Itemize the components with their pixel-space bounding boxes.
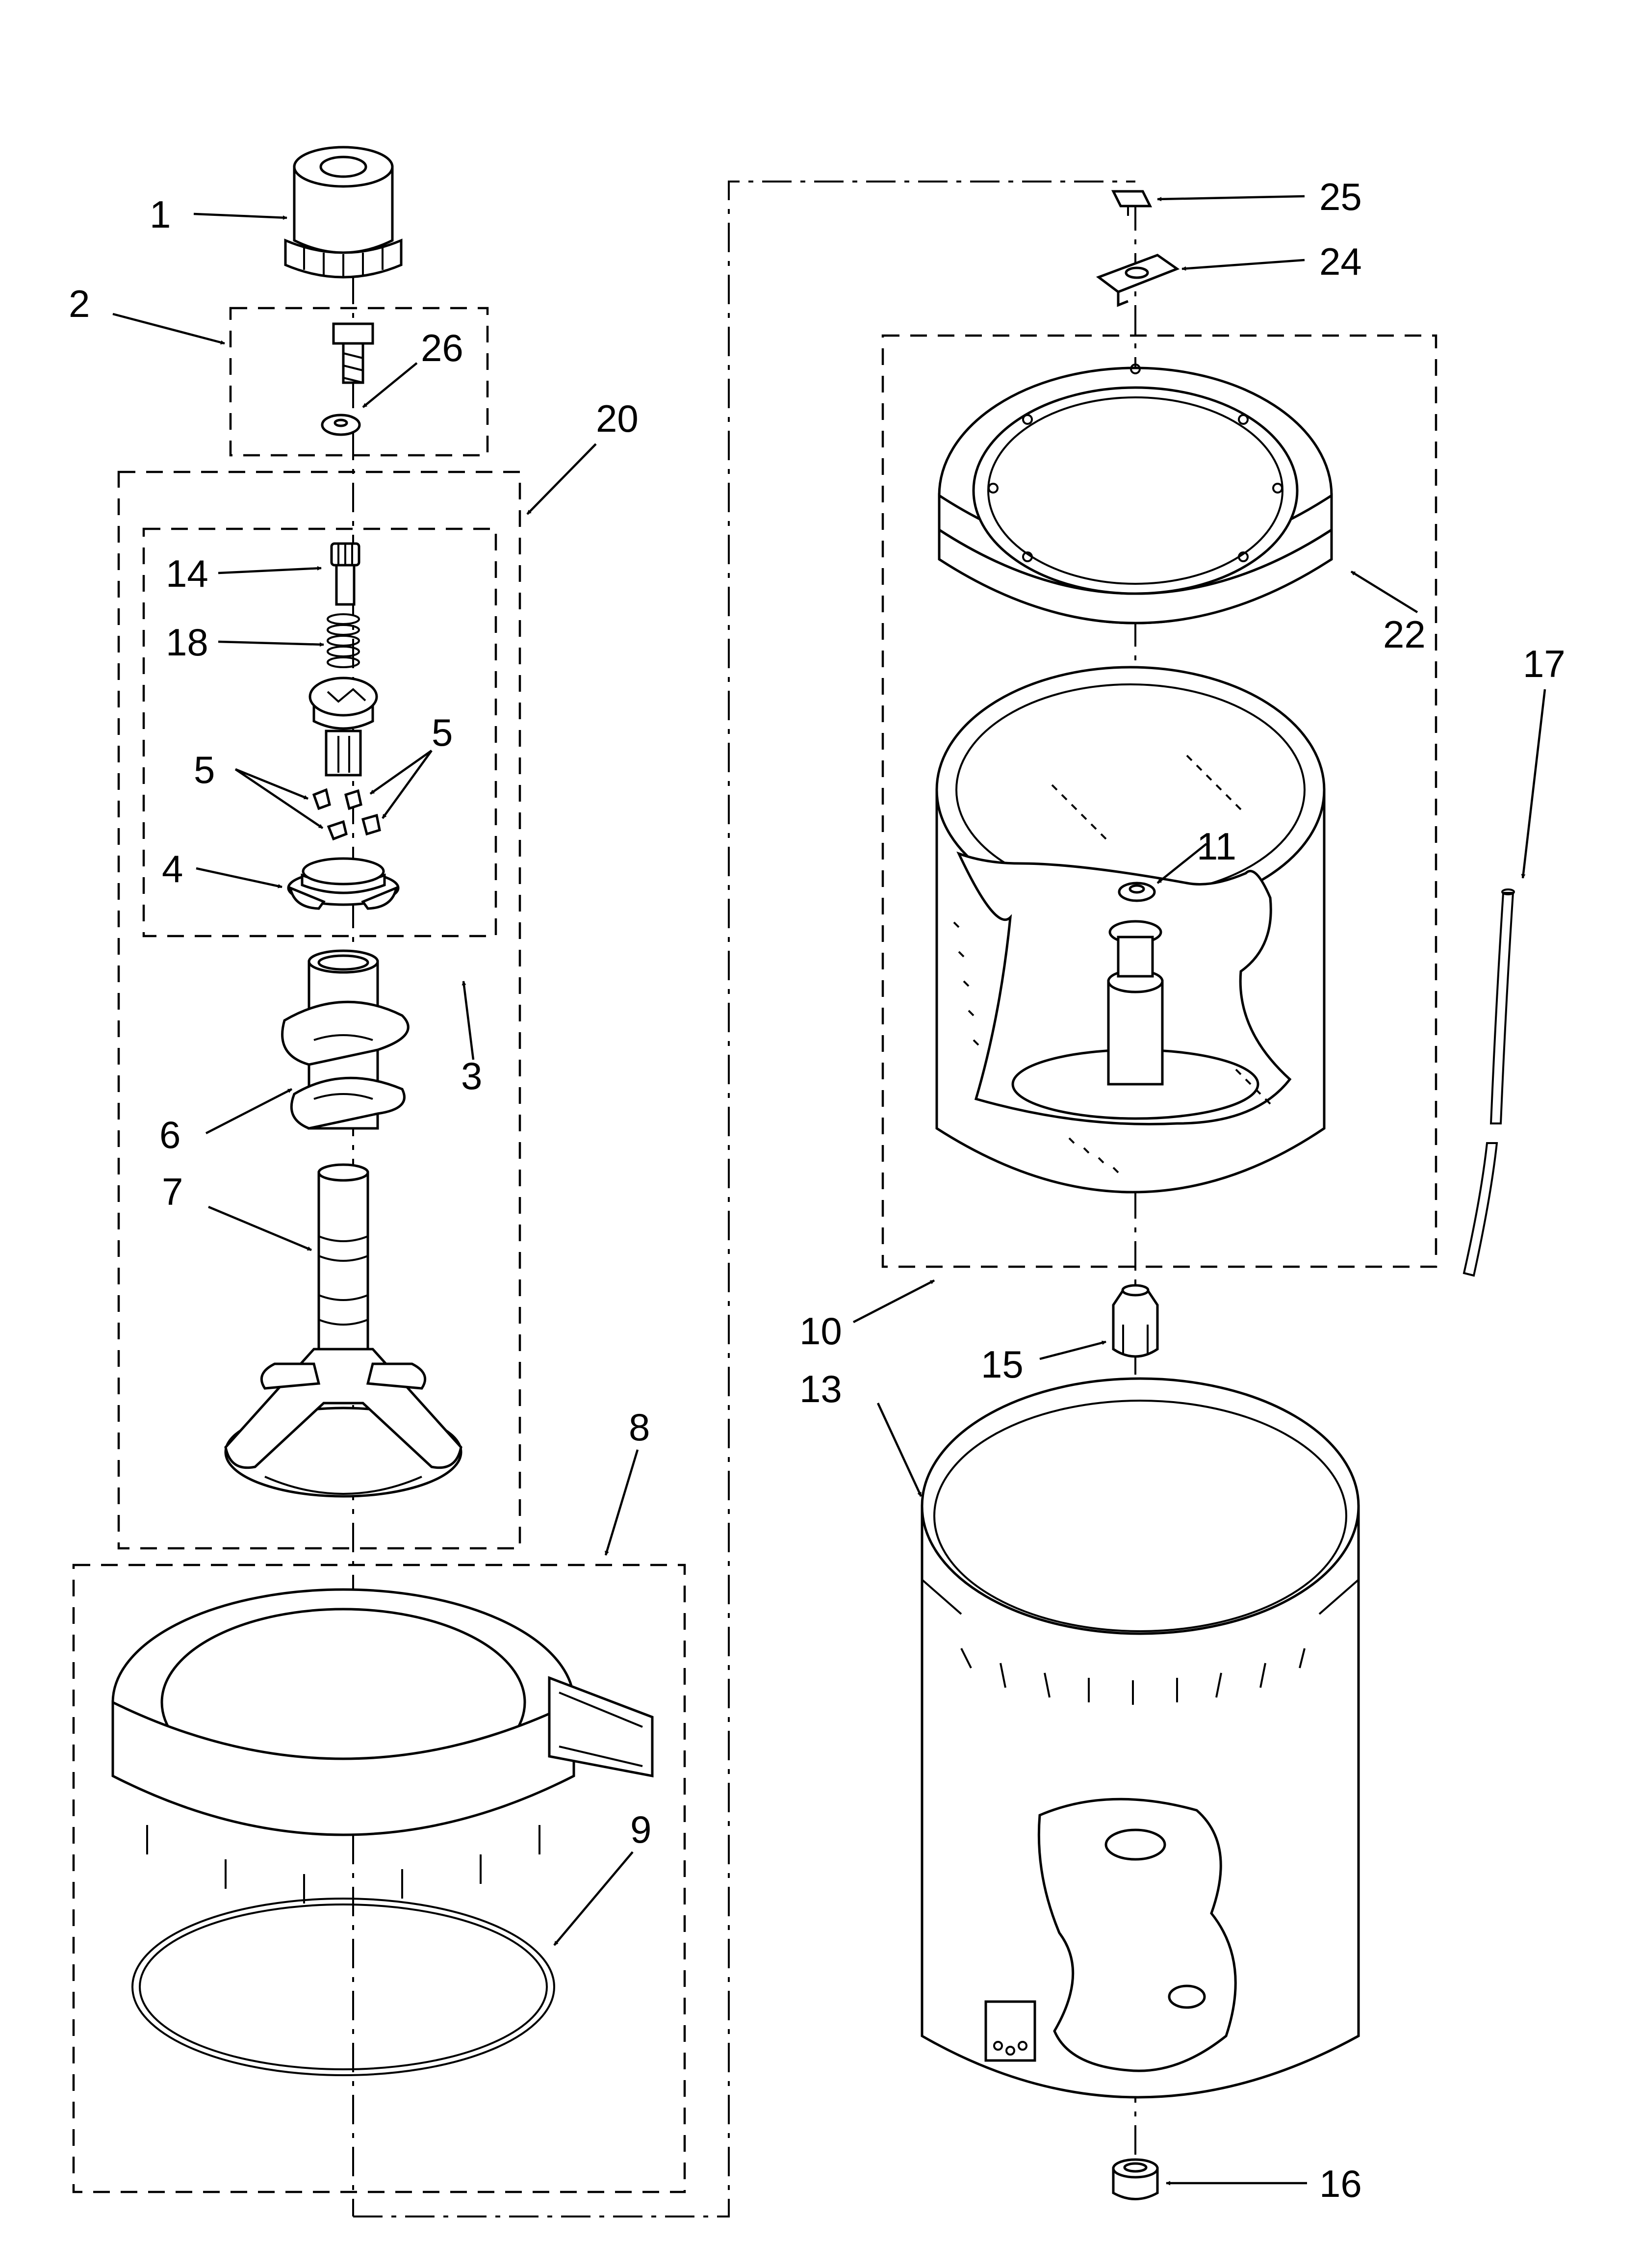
callout-9: 9 bbox=[630, 1808, 651, 1851]
part-4-cam bbox=[287, 857, 400, 910]
callout-10: 10 bbox=[799, 1309, 842, 1353]
part-11-nut bbox=[1118, 882, 1156, 902]
callout-26: 26 bbox=[421, 326, 463, 369]
part-10-basket bbox=[935, 666, 1326, 1194]
part-13-outer-tub bbox=[921, 1377, 1360, 2099]
group-box-2 bbox=[229, 307, 489, 457]
part-2-bolt bbox=[332, 322, 374, 384]
group-box-8 bbox=[72, 1564, 686, 2193]
callout-5-left: 5 bbox=[194, 748, 215, 791]
callout-1: 1 bbox=[150, 193, 171, 236]
callout-25: 25 bbox=[1319, 175, 1362, 218]
part-5-dogs bbox=[312, 788, 381, 841]
axis-connector bbox=[353, 181, 1135, 2217]
callout-5-right: 5 bbox=[432, 711, 453, 754]
part-17-hose bbox=[1462, 888, 1515, 1277]
part-24-bracket bbox=[1096, 254, 1180, 307]
group-box-10 bbox=[881, 334, 1437, 1268]
part-16-plug bbox=[1112, 2158, 1159, 2200]
ratchet-housing bbox=[308, 677, 378, 777]
group-box-20 bbox=[117, 470, 521, 1550]
callout-15: 15 bbox=[981, 1343, 1024, 1386]
part-9-seal-ring bbox=[131, 1898, 555, 2076]
part-18-spring bbox=[327, 613, 360, 668]
callout-13: 13 bbox=[799, 1367, 842, 1410]
callout-4: 4 bbox=[162, 847, 183, 890]
callout-6: 6 bbox=[159, 1113, 180, 1156]
callout-16: 16 bbox=[1319, 2162, 1362, 2205]
part-22-balance-ring bbox=[938, 364, 1333, 625]
part-14-cog bbox=[330, 542, 360, 606]
callout-7: 7 bbox=[162, 1170, 183, 1213]
part-8-tub-ring bbox=[111, 1588, 654, 1903]
part-26-washer bbox=[321, 414, 361, 436]
callout-14: 14 bbox=[166, 552, 208, 595]
leader-lines bbox=[112, 195, 1546, 2186]
callout-18: 18 bbox=[166, 621, 208, 664]
callout-8: 8 bbox=[629, 1406, 650, 1449]
callout-3: 3 bbox=[461, 1054, 482, 1097]
callout-22: 22 bbox=[1383, 613, 1426, 656]
callout-20: 20 bbox=[596, 397, 639, 440]
part-25-clip bbox=[1111, 190, 1153, 216]
callout-17: 17 bbox=[1523, 642, 1565, 685]
part-15-hub bbox=[1112, 1284, 1159, 1358]
part-7-agitator-base bbox=[224, 1163, 462, 1498]
callout-2: 2 bbox=[69, 282, 90, 325]
part-6-auger bbox=[281, 949, 410, 1130]
part-1-agitator-cap bbox=[284, 146, 403, 279]
callout-11: 11 bbox=[1197, 825, 1236, 868]
group-box-3 bbox=[142, 527, 497, 938]
callout-24: 24 bbox=[1319, 240, 1362, 283]
